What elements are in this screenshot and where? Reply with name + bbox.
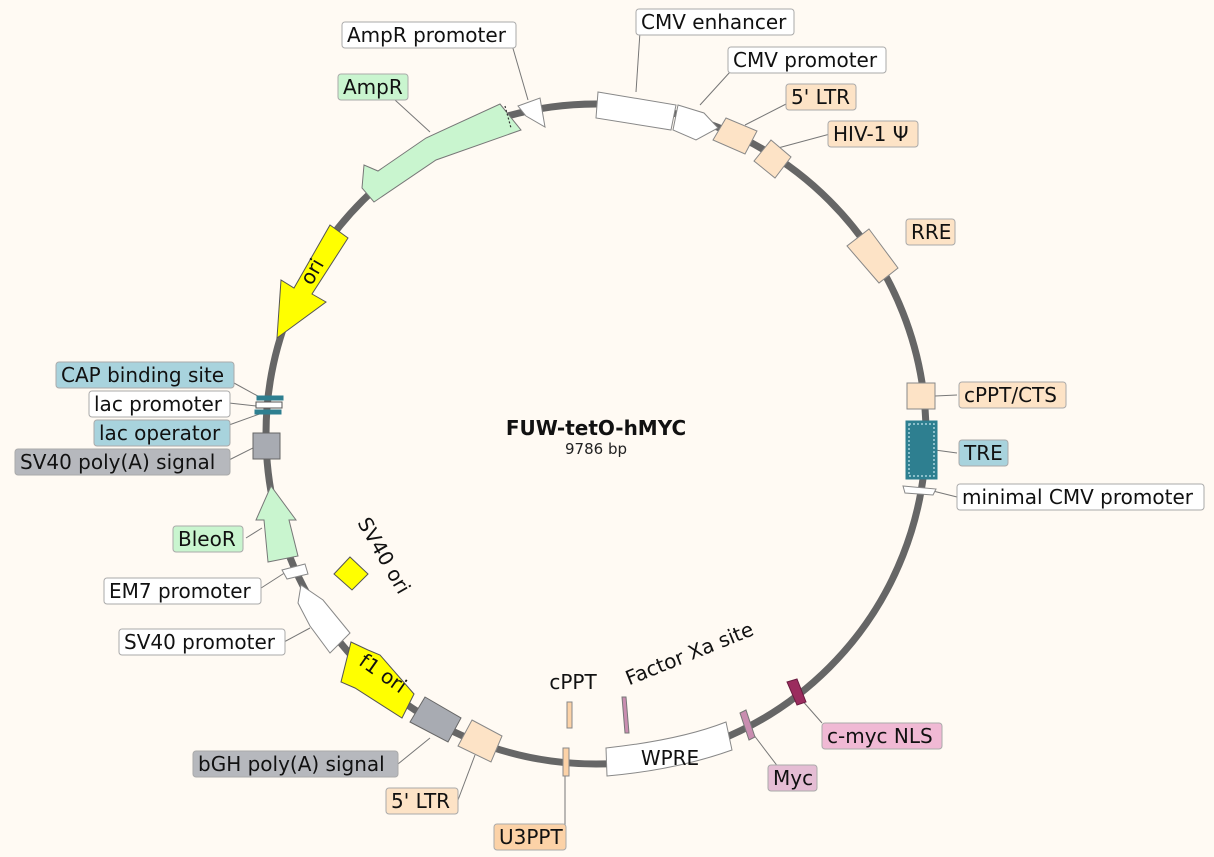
svg-text:AmpR promoter: AmpR promoter (347, 23, 507, 47)
factor-xa-label: Factor Xa site (622, 617, 757, 690)
label-minimal-cmv[interactable]: minimal CMV promoter (956, 483, 1205, 511)
label-c-myc-nls[interactable]: c-myc NLS (821, 722, 943, 750)
label-5ltr-top[interactable]: 5' LTR (785, 83, 857, 111)
lac-promoter-feature[interactable] (255, 401, 283, 409)
svg-text:5' LTR: 5' LTR (391, 789, 450, 813)
label-u3ppt[interactable]: U3PPT (493, 823, 567, 851)
plasmid-size: 9786 bp (565, 440, 627, 458)
bgh-polya-feature[interactable] (409, 696, 462, 743)
sv40-polya-feature[interactable] (252, 432, 281, 460)
wpre-ring-label: WPRE (641, 746, 699, 770)
cppt-cts-feature[interactable] (906, 382, 936, 410)
ampr-feature[interactable] (361, 103, 522, 203)
ori-feature[interactable] (276, 224, 349, 340)
sv40-promoter-feature[interactable] (297, 584, 351, 654)
label-tre[interactable]: TRE (958, 439, 1009, 467)
label-cmv-enhancer[interactable]: CMV enhancer (635, 8, 795, 36)
ampr-promoter-feature[interactable] (517, 97, 546, 128)
plasmid-name: FUW-tetO-hMYC (506, 416, 686, 440)
svg-text:Myc: Myc (773, 766, 813, 790)
label-ampr-promoter[interactable]: AmpR promoter (341, 21, 517, 49)
label-rre[interactable]: RRE (905, 218, 956, 246)
label-5ltr-bottom[interactable]: 5' LTR (385, 787, 459, 815)
svg-text:c-myc NLS: c-myc NLS (827, 724, 933, 748)
svg-text:minimal CMV promoter: minimal CMV promoter (962, 485, 1194, 509)
label-cmv-promoter[interactable]: CMV promoter (727, 46, 887, 74)
label-hiv-psi[interactable]: HIV-1 Ψ (827, 120, 919, 148)
svg-text:RRE: RRE (911, 220, 951, 244)
ltr5-top-feature[interactable] (712, 117, 758, 155)
label-cap-binding-site[interactable]: CAP binding site (55, 361, 235, 389)
label-myc[interactable]: Myc (767, 764, 818, 792)
svg-text:CMV promoter: CMV promoter (733, 48, 878, 72)
svg-text:BleoR: BleoR (178, 527, 236, 551)
label-sv40-promoter[interactable]: SV40 promoter (118, 628, 286, 656)
label-bleor[interactable]: BleoR (172, 525, 244, 553)
c-myc-nls-feature[interactable] (786, 678, 807, 706)
svg-text:SV40 poly(A) signal: SV40 poly(A) signal (20, 450, 215, 474)
hiv-psi-feature[interactable] (753, 139, 792, 179)
svg-text:U3PPT: U3PPT (499, 825, 563, 849)
cppt-feature[interactable] (566, 701, 573, 729)
label-ampr[interactable]: AmpR (337, 73, 409, 101)
svg-text:SV40 promoter: SV40 promoter (124, 630, 276, 654)
myc-feature[interactable] (739, 709, 756, 741)
tre-feature[interactable] (905, 420, 938, 480)
minimal-cmv-feature[interactable] (902, 485, 937, 496)
sv40-ori-feature[interactable] (333, 556, 369, 591)
svg-text:lac promoter: lac promoter (94, 392, 223, 416)
ltr5-bottom-feature[interactable] (457, 719, 503, 763)
factor-xa-feature[interactable] (621, 696, 630, 734)
label-sv40-polya[interactable]: SV40 poly(A) signal (14, 448, 231, 476)
cmv-promoter-feature[interactable] (672, 104, 719, 141)
wpre-feature[interactable] (605, 721, 733, 777)
svg-text:HIV-1 Ψ: HIV-1 Ψ (833, 122, 909, 146)
label-lac-operator[interactable]: lac operator (93, 419, 231, 447)
f1-ori-feature[interactable] (340, 641, 415, 719)
bleor-feature[interactable] (255, 485, 299, 563)
cmv-enhancer-feature[interactable] (595, 91, 677, 131)
svg-text:AmpR: AmpR (343, 75, 403, 99)
sv40-ori-label: SV40 ori (353, 513, 416, 598)
em7-promoter-feature[interactable] (281, 563, 309, 580)
svg-text:bGH poly(A) signal: bGH poly(A) signal (198, 752, 385, 776)
label-bgh-polya[interactable]: bGH poly(A) signal (192, 750, 399, 778)
svg-text:cPPT/CTS: cPPT/CTS (964, 383, 1057, 407)
svg-text:EM7 promoter: EM7 promoter (109, 579, 252, 603)
tre-pattern (908, 423, 935, 477)
lac-operator-feature[interactable] (254, 409, 282, 415)
svg-text:5' LTR: 5' LTR (791, 85, 850, 109)
svg-text:CAP binding site: CAP binding site (61, 363, 224, 387)
rre-feature[interactable] (846, 228, 899, 284)
svg-text:TRE: TRE (963, 441, 1003, 465)
cppt-label: cPPT (549, 670, 597, 694)
label-cppt-cts[interactable]: cPPT/CTS (958, 381, 1067, 409)
label-em7-promoter[interactable]: EM7 promoter (103, 577, 262, 605)
u3ppt-feature[interactable] (562, 747, 570, 777)
svg-text:CMV enhancer: CMV enhancer (641, 10, 787, 34)
label-lac-promoter[interactable]: lac promoter (88, 390, 231, 418)
cap-binding-site-feature[interactable] (256, 395, 284, 401)
svg-text:lac operator: lac operator (99, 421, 221, 445)
